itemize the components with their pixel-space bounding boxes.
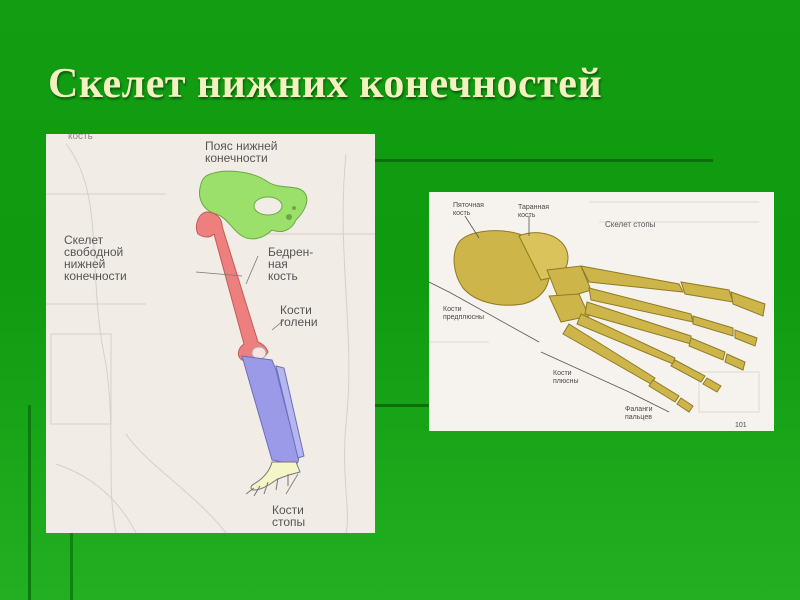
label-calcaneus-line-2: кость [453, 210, 471, 217]
label-femur-line-2: ная [268, 257, 288, 271]
background-sketch [429, 201, 760, 413]
decor-line-left [28, 405, 31, 600]
label-free-limb-line-2: свободной [64, 245, 124, 259]
label-phalanges-line-1: Фаланги [625, 406, 653, 413]
fibula-shape [275, 365, 305, 459]
decor-line-top [375, 159, 713, 162]
label-shin-bones-line-2: голени [280, 315, 318, 329]
label-free-limb-line-4: конечности [64, 269, 127, 283]
label-pelvic-girdle-line-2: конечности [205, 151, 268, 165]
foot-skeleton-drawing [429, 201, 766, 413]
label-metatarsus-line-1: Кости [553, 370, 572, 377]
slide-title: Скелет нижних конечностей [48, 61, 603, 107]
label-metatarsus: Кости плюсны [553, 370, 579, 386]
femur-shape [195, 211, 269, 363]
label-shin-bones-line-1: Кости [280, 303, 312, 317]
foot-leader-lines [429, 215, 670, 413]
label-phalanges: Фаланги пальцев [625, 406, 653, 422]
label-foot-bones: Кости стопы [272, 504, 305, 528]
label-free-limb-line-3: нижней [64, 257, 106, 271]
label-calcaneus-line-1: Пяточная [453, 202, 484, 209]
label-pelvic-girdle: Пояс нижней конечности [205, 140, 278, 164]
pelvis-shape [199, 170, 308, 240]
label-foot-skeleton: Скелет стопы [605, 220, 656, 229]
label-shin-bones: Кости голени [280, 304, 318, 328]
leader-lines [195, 255, 299, 495]
label-talus: Таранная кость [518, 204, 549, 220]
label-phalanges-line-2: пальцев [625, 414, 652, 421]
label-free-lower-limb: Скелет свободной нижней конечности [64, 234, 127, 282]
label-talus-line-2: кость [518, 212, 536, 219]
label-tarsus: Кости предплюсны [443, 306, 484, 322]
label-pelvic-girdle-line-1: Пояс нижней [205, 139, 278, 153]
page-number: 101 [735, 422, 747, 429]
label-femur-line-3: кость [268, 269, 298, 283]
label-foot-bones-line-2: стопы [272, 515, 306, 529]
label-metatarsus-line-2: плюсны [553, 378, 579, 385]
label-tarsus-line-2: предплюсны [443, 314, 485, 321]
label-ghost-bone: кость [68, 134, 93, 142]
leg-skeleton-figure: кость Пояс нижней конечности Скелет своб… [46, 134, 375, 533]
label-talus-line-1: Таранная [518, 204, 550, 211]
foot-bones-shape [245, 461, 301, 497]
leg-skeleton-drawing [46, 143, 375, 533]
decor-line-bottom [375, 404, 430, 407]
label-calcaneus: Пяточная кость [453, 202, 484, 218]
label-foot-bones-line-1: Кости [272, 503, 304, 517]
label-femur-line-1: Бедрен- [268, 245, 314, 259]
foot-skeleton-figure: Пяточная кость Таранная кость Скелет сто… [429, 192, 774, 431]
label-femur: Бедрен- ная кость [268, 246, 313, 282]
label-free-limb-line-1: Скелет [64, 233, 104, 247]
foot-bones [453, 230, 766, 413]
label-tarsus-line-1: Кости [443, 306, 462, 313]
